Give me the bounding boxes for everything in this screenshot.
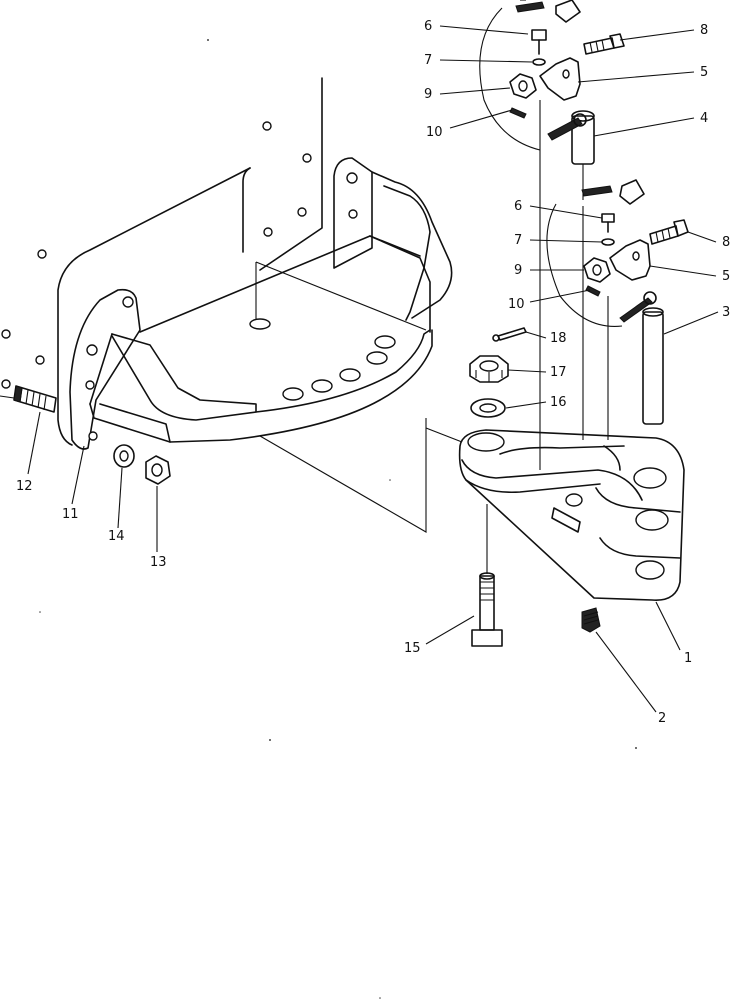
callout-16: 16 (550, 395, 567, 410)
callout-10-lower: 10 (508, 297, 525, 312)
bolt-part-15 (471, 572, 503, 647)
callout-labels: 6 7 9 10 8 5 4 6 7 9 10 8 5 3 18 17 16 1… (16, 19, 730, 726)
stud-part-12 (0, 385, 57, 413)
callout-10-upper: 10 (426, 125, 443, 140)
castle-nut-part-17 (469, 355, 509, 383)
set-screw-part-2 (581, 607, 601, 633)
lock-washer-part-14 (113, 444, 135, 468)
callout-7-lower: 7 (514, 233, 522, 248)
upper-retainer-group (479, 0, 625, 470)
callout-1: 1 (684, 651, 692, 666)
callout-11: 11 (62, 507, 79, 522)
callout-2: 2 (658, 711, 666, 726)
callout-9-lower: 9 (514, 263, 522, 278)
callout-8-lower: 8 (722, 235, 730, 250)
callout-18: 18 (550, 331, 567, 346)
callout-14: 14 (108, 529, 125, 544)
nut-part-13 (145, 455, 171, 485)
drawbar-support-bracket (69, 157, 453, 533)
scan-specks (39, 39, 637, 999)
pin-part-3 (619, 291, 664, 425)
callout-3: 3 (722, 305, 730, 320)
leader-lines (27, 25, 719, 713)
callout-6-upper: 6 (424, 19, 432, 34)
pin-part-4 (547, 110, 595, 165)
tractor-rear-housing (1, 77, 323, 446)
callout-5-lower: 5 (722, 269, 730, 284)
drawbar-part-1 (425, 427, 685, 601)
callout-12: 12 (16, 479, 33, 494)
callout-15: 15 (404, 641, 421, 656)
callout-9-upper: 9 (424, 87, 432, 102)
washer-part-16 (470, 398, 506, 418)
callout-17: 17 (550, 365, 567, 380)
callout-4: 4 (700, 111, 708, 126)
callout-13: 13 (150, 555, 167, 570)
callout-6-lower: 6 (514, 199, 522, 214)
callout-8-upper: 8 (700, 23, 708, 38)
lower-retainer-group (546, 179, 689, 440)
callout-7-upper: 7 (424, 53, 432, 68)
cotter-pin-part-18 (492, 327, 527, 342)
callout-5-upper: 5 (700, 65, 708, 80)
